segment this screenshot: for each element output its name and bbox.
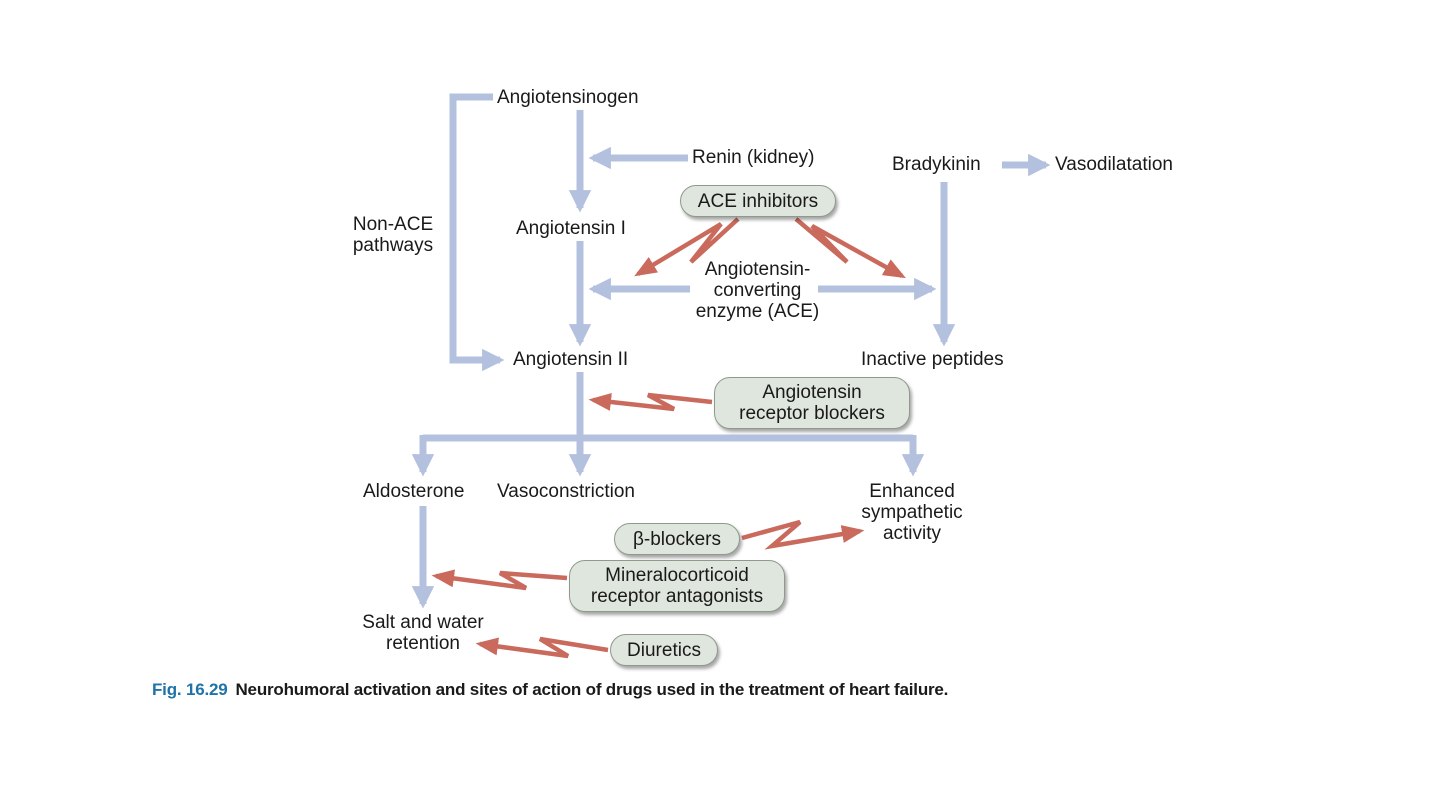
non-ace-line-1: Non-ACE (352, 214, 434, 235)
angiotensin-ii-label: Angiotensin II (513, 349, 629, 370)
vasodilatation-label: Vasodilatation (1055, 154, 1173, 175)
ace-line-2: converting (713, 280, 802, 301)
mra-bolt (431, 569, 568, 591)
ace-inhibitors-pill: ACE inhibitors (680, 185, 836, 217)
arb-pill: Angiotensin receptor blockers (714, 377, 910, 429)
ace-inhibitor-bolt-right (794, 217, 906, 279)
ace-inhibitor-bolt-left (634, 217, 740, 277)
angiotensinogen-label: Angiotensinogen (497, 87, 639, 108)
non-ace-line-2: pathways (352, 235, 434, 256)
angiotensin-i-label: Angiotensin I (516, 218, 626, 239)
non-ace-pathway-arrow (449, 93, 505, 372)
mra-pill: Mineralocorticoid receptor antagonists (569, 560, 785, 612)
figure-caption: Fig. 16.29 Neurohumoral activation and si… (152, 680, 948, 700)
ace-line-1: Angiotensin- (704, 259, 811, 280)
salt-water-retention-label: Salt and water retention (345, 612, 501, 654)
beta-blockers-pill: β-blockers (614, 523, 740, 555)
arb-line-2: receptor blockers (739, 403, 885, 424)
mra-line-2: receptor antagonists (590, 586, 764, 607)
figure-number: Fig. 16.29 (152, 680, 228, 699)
sympathetic-line-1: Enhanced (869, 481, 955, 502)
sympathetic-activity-label: Enhanced sympathetic activity (842, 481, 982, 544)
salt-line-2: retention (386, 633, 460, 654)
arb-bolt (588, 392, 713, 412)
aldosterone-label: Aldosterone (363, 481, 465, 502)
vasoconstriction-label: Vasoconstriction (497, 481, 635, 502)
ace-enzyme-label: Angiotensin- converting enzyme (ACE) (680, 259, 835, 322)
diuretics-label: Diuretics (627, 639, 701, 661)
renin-label: Renin (kidney) (692, 147, 815, 168)
arb-line-1: Angiotensin (762, 382, 862, 403)
bradykinin-label: Bradykinin (892, 154, 981, 175)
inactive-peptides-label: Inactive peptides (861, 349, 1004, 370)
ace-inhibitors-label: ACE inhibitors (697, 190, 819, 212)
beta-blocker-bolt (741, 519, 865, 550)
salt-line-1: Salt and water (362, 612, 484, 633)
ace-line-3: enzyme (ACE) (695, 301, 820, 322)
sympathetic-line-3: activity (882, 523, 942, 544)
mra-line-1: Mineralocorticoid (605, 565, 749, 586)
diuretics-pill: Diuretics (610, 634, 718, 666)
sympathetic-line-2: sympathetic (861, 502, 963, 523)
diuretics-bolt (475, 636, 609, 659)
beta-blockers-label: β-blockers (632, 528, 721, 550)
non-ace-pathways-label: Non-ACE pathways (340, 214, 446, 256)
figure-caption-text: Neurohumoral activation and sites of act… (235, 680, 949, 699)
